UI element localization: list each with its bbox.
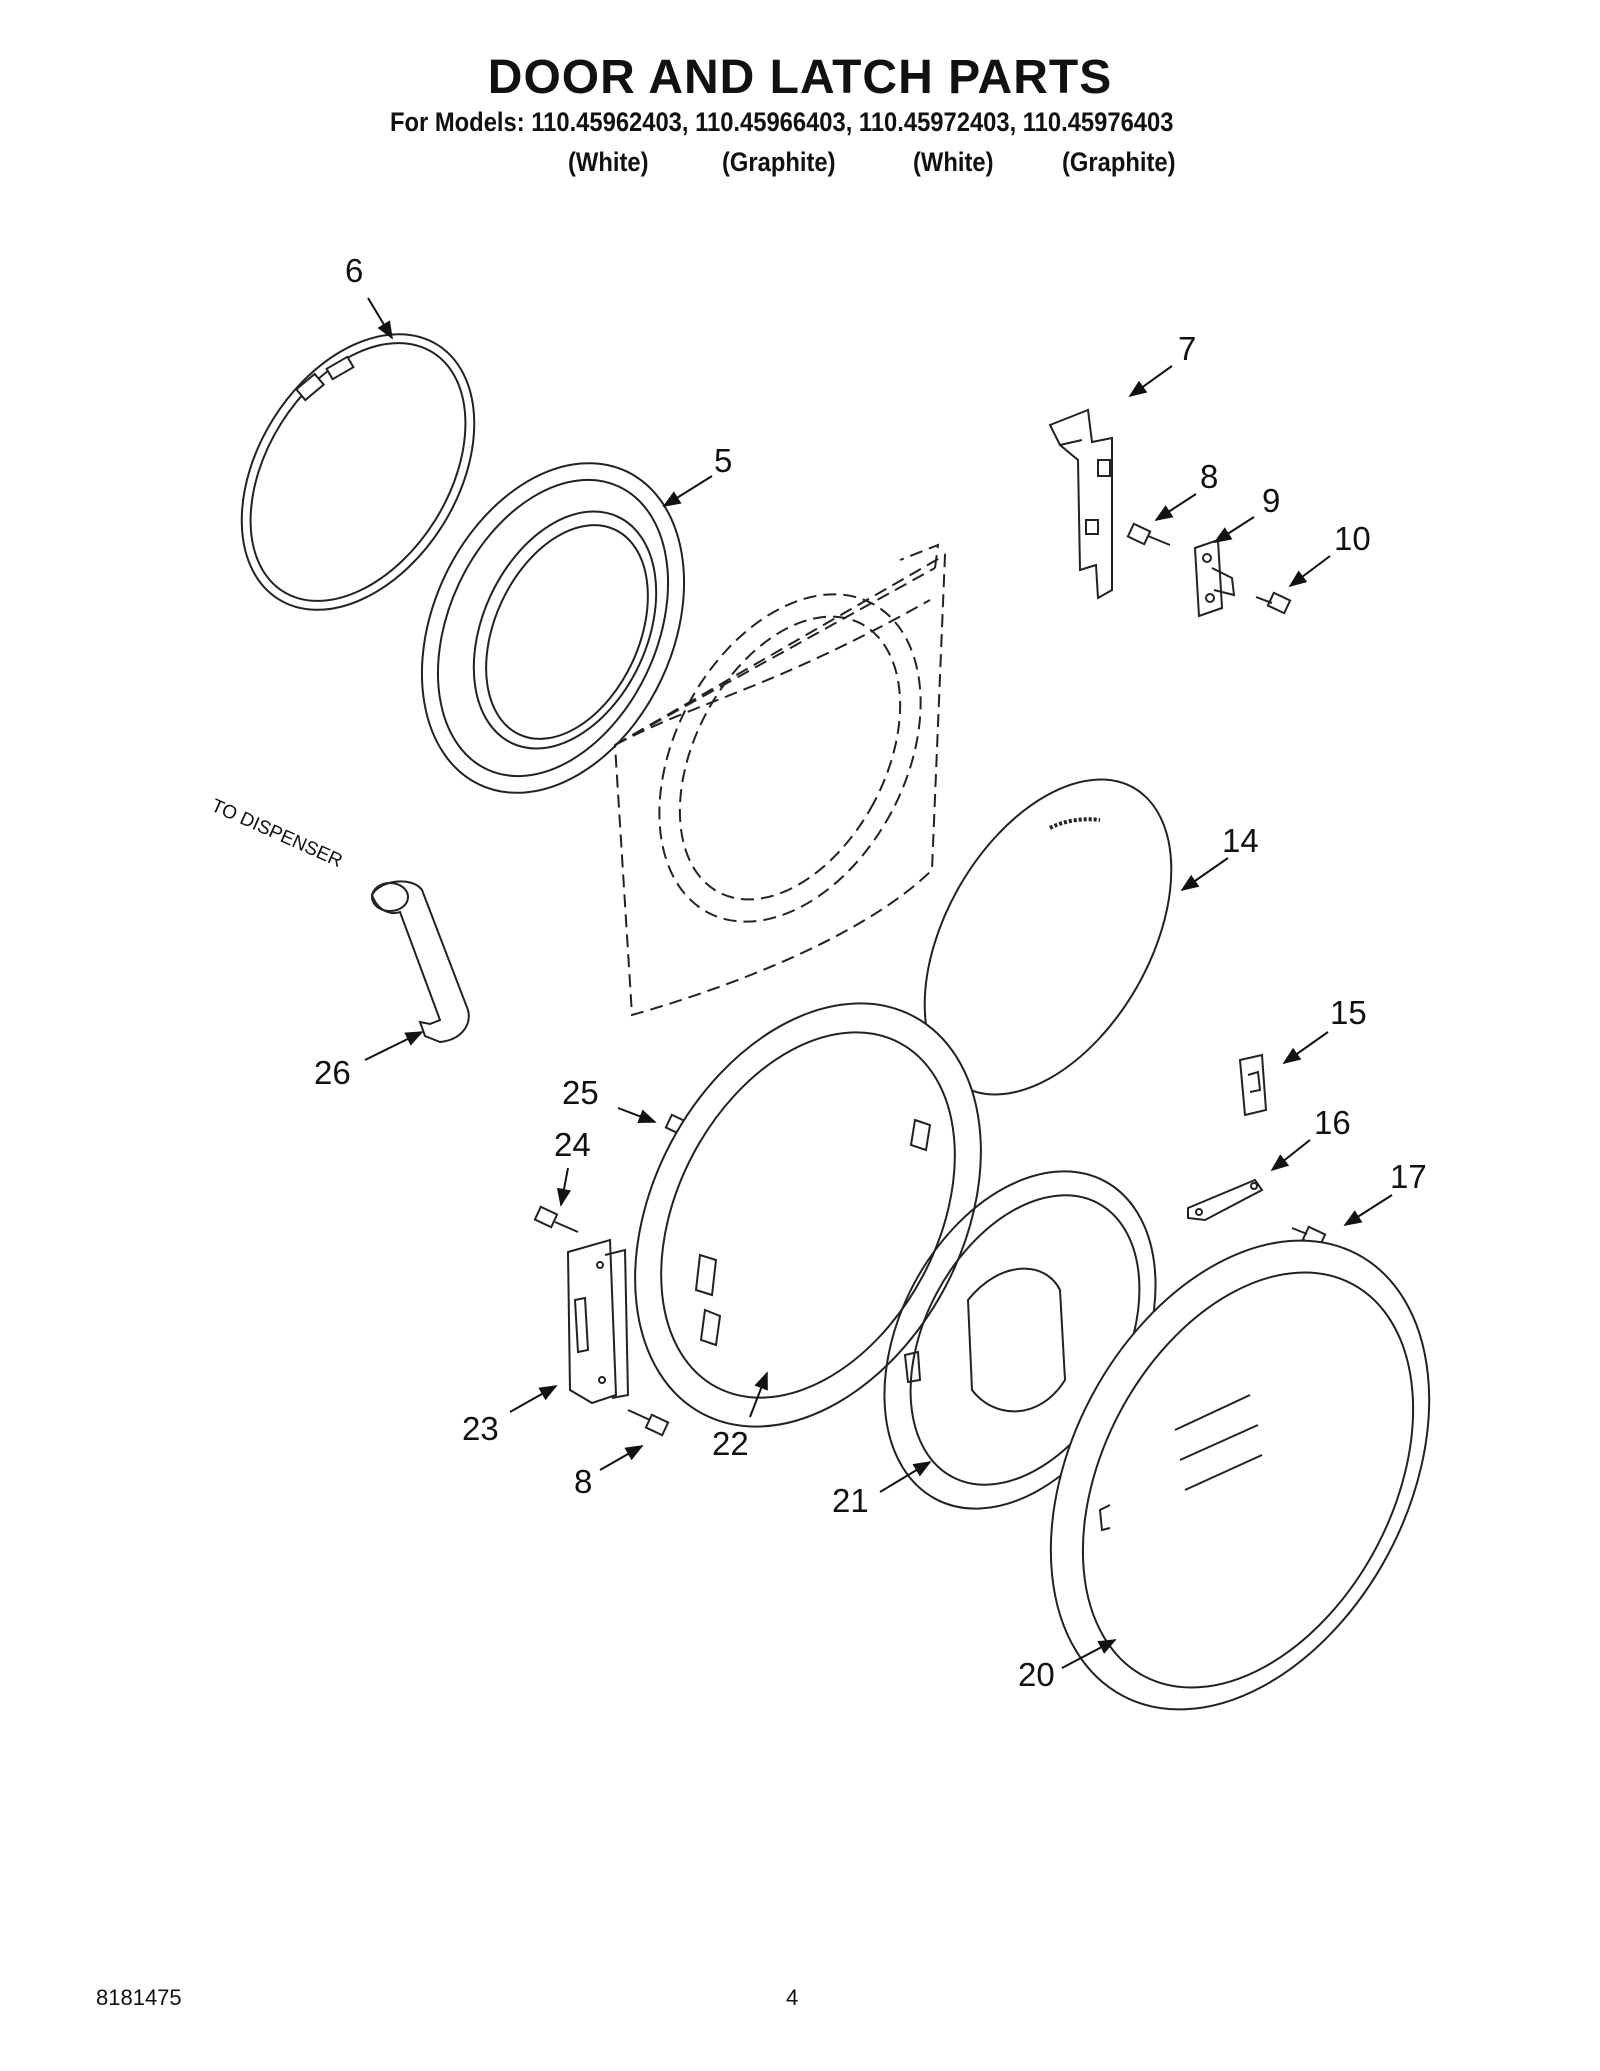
leader-24: [556, 1167, 572, 1207]
callout-14: 14: [1222, 822, 1259, 859]
leader-7: [1128, 365, 1173, 398]
callout-25: 25: [562, 1074, 599, 1111]
part-15-clip: [1238, 1053, 1268, 1117]
leader-21: [879, 1461, 932, 1493]
callout-23: 23: [462, 1410, 499, 1447]
callout-16: 16: [1314, 1104, 1351, 1141]
part-26-dispenser-handle: [370, 880, 470, 1044]
part-10-screw: [1255, 591, 1292, 615]
leader-9: [1213, 516, 1255, 543]
leader-26: [364, 1031, 424, 1061]
models-line: For Models: 110.45962403, 110.45966403, …: [390, 107, 1174, 137]
page-title: DOOR AND LATCH PARTS: [487, 51, 1113, 104]
leader-23: [509, 1385, 558, 1413]
callout-7: 7: [1178, 330, 1196, 367]
leader-5: [662, 475, 713, 507]
callout-21: 21: [832, 1482, 869, 1519]
leader-15: [1282, 1031, 1329, 1065]
callout-10: 10: [1334, 520, 1371, 557]
document-number: 8181475: [96, 1985, 182, 2010]
callout-5: 5: [714, 442, 732, 479]
to-dispenser-note: TO DISPENSER: [208, 795, 345, 872]
callout-20: 20: [1018, 1656, 1055, 1693]
leader-14: [1180, 857, 1229, 892]
leader-8-upper: [1154, 493, 1197, 521]
callout-26: 26: [314, 1054, 351, 1091]
callout-8-lower: 8: [574, 1463, 592, 1500]
callout-24: 24: [554, 1126, 591, 1163]
page-number: 4: [786, 1985, 799, 2010]
leader-25: [617, 1107, 657, 1124]
leader-20: [1061, 1639, 1117, 1669]
leader-22: [749, 1371, 768, 1418]
part-9-strike-plate: [1193, 538, 1236, 618]
leader-6: [367, 297, 393, 340]
leader-16: [1270, 1139, 1311, 1172]
part-5-door-bellow: [420, 462, 686, 794]
callout-6: 6: [345, 252, 363, 289]
variant-label-4: (Graphite): [1062, 147, 1176, 177]
leader-8-lower: [599, 1445, 644, 1471]
callout-9: 9: [1262, 482, 1280, 519]
variant-label-1: (White): [568, 147, 649, 177]
front-panel-reference: [613, 543, 947, 1017]
part-23-hinge: [566, 1238, 630, 1405]
part-7-latch-bracket: [1048, 408, 1113, 600]
callout-17: 17: [1390, 1158, 1427, 1195]
variant-label-3: (White): [913, 147, 994, 177]
callout-22: 22: [712, 1425, 749, 1462]
part-8-screw-lower: [627, 1409, 670, 1437]
callout-8-upper: 8: [1200, 458, 1218, 495]
part-24-screw: [533, 1205, 579, 1233]
part-22-inner-door-frame: [634, 1002, 982, 1428]
callout-15: 15: [1330, 994, 1367, 1031]
variant-label-2: (Graphite): [722, 147, 836, 177]
part-16-hinge-plate: [1187, 1178, 1264, 1222]
part-20-outer-door: [1049, 1239, 1431, 1711]
leader-17: [1343, 1194, 1393, 1226]
leader-10: [1288, 555, 1331, 588]
part-6-clamp-ring: [240, 333, 476, 611]
part-8-screw-upper: [1126, 522, 1171, 546]
